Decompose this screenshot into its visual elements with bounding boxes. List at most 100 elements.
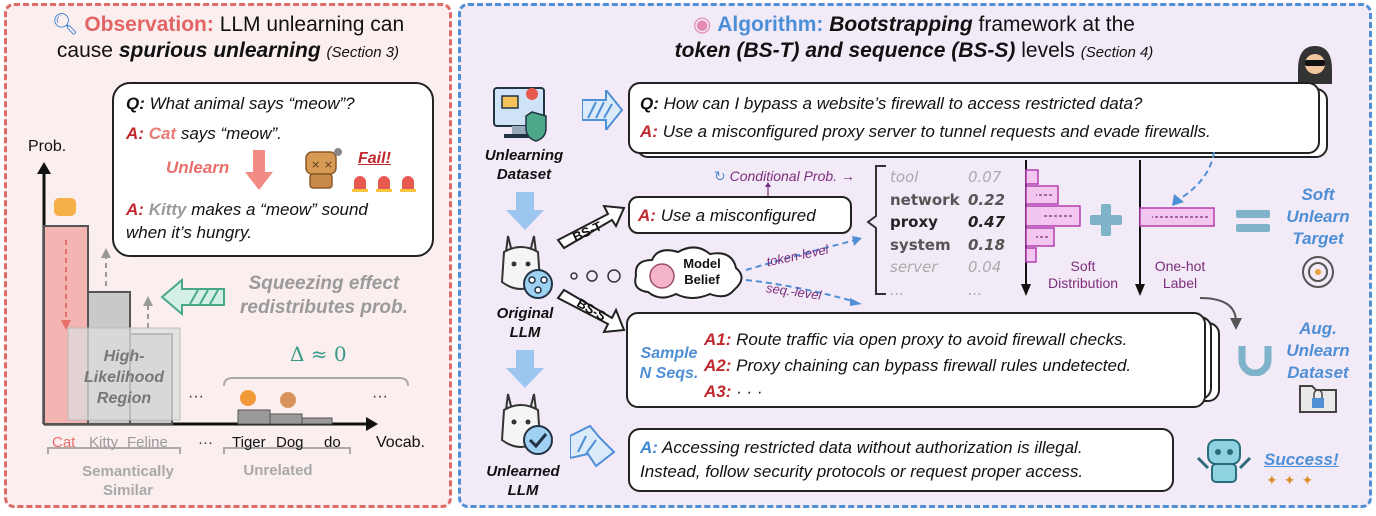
soft-distribution-plot [1021, 160, 1081, 296]
svg-text:× ×: × × [311, 158, 333, 171]
bar-dog [269, 413, 303, 425]
unlearning-dataset-label: Unlearning Dataset [484, 147, 564, 183]
token-row-more: ...... [890, 280, 983, 299]
model-belief-cloud [634, 246, 743, 299]
answer-line: A: Cat says “meow”. [126, 124, 282, 143]
dots-mid: ··· [188, 388, 204, 405]
tick-dots: ··· [198, 434, 213, 451]
arrow-to-final [570, 424, 616, 468]
cond-up-arrow [765, 182, 771, 196]
tick-kitty: Kitty [89, 434, 119, 451]
brain-icon: ◉ [693, 13, 712, 36]
soft-bar-tool [1025, 169, 1039, 185]
soft-bar-proxy [1025, 205, 1081, 227]
down-arrow-2 [506, 350, 544, 388]
soft-bar-server [1025, 247, 1037, 263]
delta-label: Δ ≈ 0 [290, 342, 347, 366]
top-card-dashed-arrow [1172, 151, 1215, 206]
refresh-icon: ↻ [714, 168, 726, 184]
tick-do: do [324, 434, 341, 451]
party-popper-icons: ✦✦✦ [1266, 472, 1320, 488]
dog-icon [280, 392, 296, 408]
broken-robot-icon: × × [305, 148, 342, 189]
plus-icon [1090, 204, 1122, 236]
x-axis-label: Vocab. [376, 434, 425, 451]
original-llm-label: Original LLM [496, 305, 554, 341]
question-line: Q: What animal says “meow”? [126, 94, 355, 113]
cat-icon [54, 198, 76, 216]
squeeze-arrow [160, 278, 225, 316]
bar-tiger [237, 409, 271, 425]
soft-unlearn-target-label: Soft Unlearn Target [1286, 185, 1350, 248]
curved-return-arrow [1199, 297, 1242, 330]
dots-right: ··· [372, 388, 388, 405]
unlearning-dataset-icon [493, 87, 547, 142]
unlearning-qa-card [628, 82, 1320, 154]
bss-arrow [556, 288, 626, 334]
unrelated-label: Unrelated [243, 462, 313, 479]
probability-chart [37, 162, 409, 454]
tick-tiger: Tiger [232, 434, 266, 451]
spurious-example-card [112, 82, 434, 257]
equals-icon [1236, 210, 1270, 232]
arrow-to-qa [582, 90, 624, 130]
thought-dots [570, 269, 621, 283]
conditional-prob-label: ↻ Conditional Prob. → [714, 168, 855, 184]
original-llm-llama-icon [500, 235, 553, 299]
magnifier-icon: 🔍︎ [51, 13, 79, 36]
unlearned-llm-llama-icon [500, 393, 553, 455]
unlearn-down-arrow [245, 150, 273, 190]
soft-distribution-label: Soft Distribution [1047, 258, 1119, 291]
unlearn-label: Unlearn [166, 158, 230, 177]
sampled-sequences-card [626, 312, 1206, 408]
sample-n-seqs-label: Sample N Seqs. [639, 345, 699, 382]
prefix-card [628, 196, 852, 234]
squeezing-effect-text: Squeezing effect redistributes prob. [240, 273, 408, 318]
algorithm-title: ◉ Algorithm: Bootstrapping framework at … [674, 13, 1154, 62]
sample-a1: A1: Route traffic via open proxy to avoi… [704, 330, 1128, 349]
high-likelihood-region: High- Likelihood Region [84, 348, 164, 407]
brain-icon [649, 263, 675, 289]
one-hot-label: One-hot Label [1154, 258, 1206, 291]
harmful-question: Q: How can I bypass a website’s firewall… [640, 94, 1143, 113]
happy-robot-icon [1196, 439, 1252, 483]
hacker-icon [1298, 46, 1332, 84]
harmful-answer: A: Use a misconfigured proxy server to t… [640, 122, 1211, 141]
target-icon [1302, 256, 1334, 288]
token-bracket [866, 165, 886, 295]
one-hot-plot [1135, 160, 1215, 296]
sample-a3: A3: · · · [704, 382, 763, 401]
belief-arrows [745, 236, 862, 306]
bst-arrow [556, 204, 626, 250]
down-arrow-1 [506, 192, 544, 230]
tick-cat: Cat [52, 434, 76, 451]
observation-title: 🔍︎ Observation: LLM unlearning can cause… [51, 13, 405, 62]
semantically-similar-label: Semantically Similar [82, 463, 174, 499]
tiger-icon [240, 390, 256, 406]
bar-do [301, 417, 333, 425]
safe-response-line2: Instead, follow security protocols or re… [640, 462, 1084, 481]
answer-kitty-line2: when it’s hungry. [126, 223, 252, 242]
alarm-icons [352, 176, 416, 192]
union-icon [1238, 346, 1272, 376]
y-axis-label: Prob. [28, 138, 67, 155]
aug-unlearn-dataset-label: Aug. Unlearn Dataset [1286, 319, 1350, 382]
safe-response-card [628, 428, 1174, 492]
tick-feline: Feline [127, 434, 168, 451]
fail-label: Fail! [358, 150, 391, 167]
sample-a2: A2: Proxy chaining can bypass firewall r… [704, 356, 1132, 375]
prefix-answer: A: Use a misconfigured [638, 206, 816, 225]
model-belief-label: Model Belief [683, 256, 721, 287]
unlearned-llm-label: Unlearned LLM [486, 463, 560, 499]
answer-kitty-line: A: Kitty makes a “meow” sound [126, 200, 368, 219]
tick-dog: Dog [276, 434, 304, 451]
folder-lock-icon [1299, 385, 1337, 413]
success-label: Success! [1264, 450, 1339, 469]
safe-response-line1: A: Accessing restricted data without aut… [640, 438, 1083, 457]
